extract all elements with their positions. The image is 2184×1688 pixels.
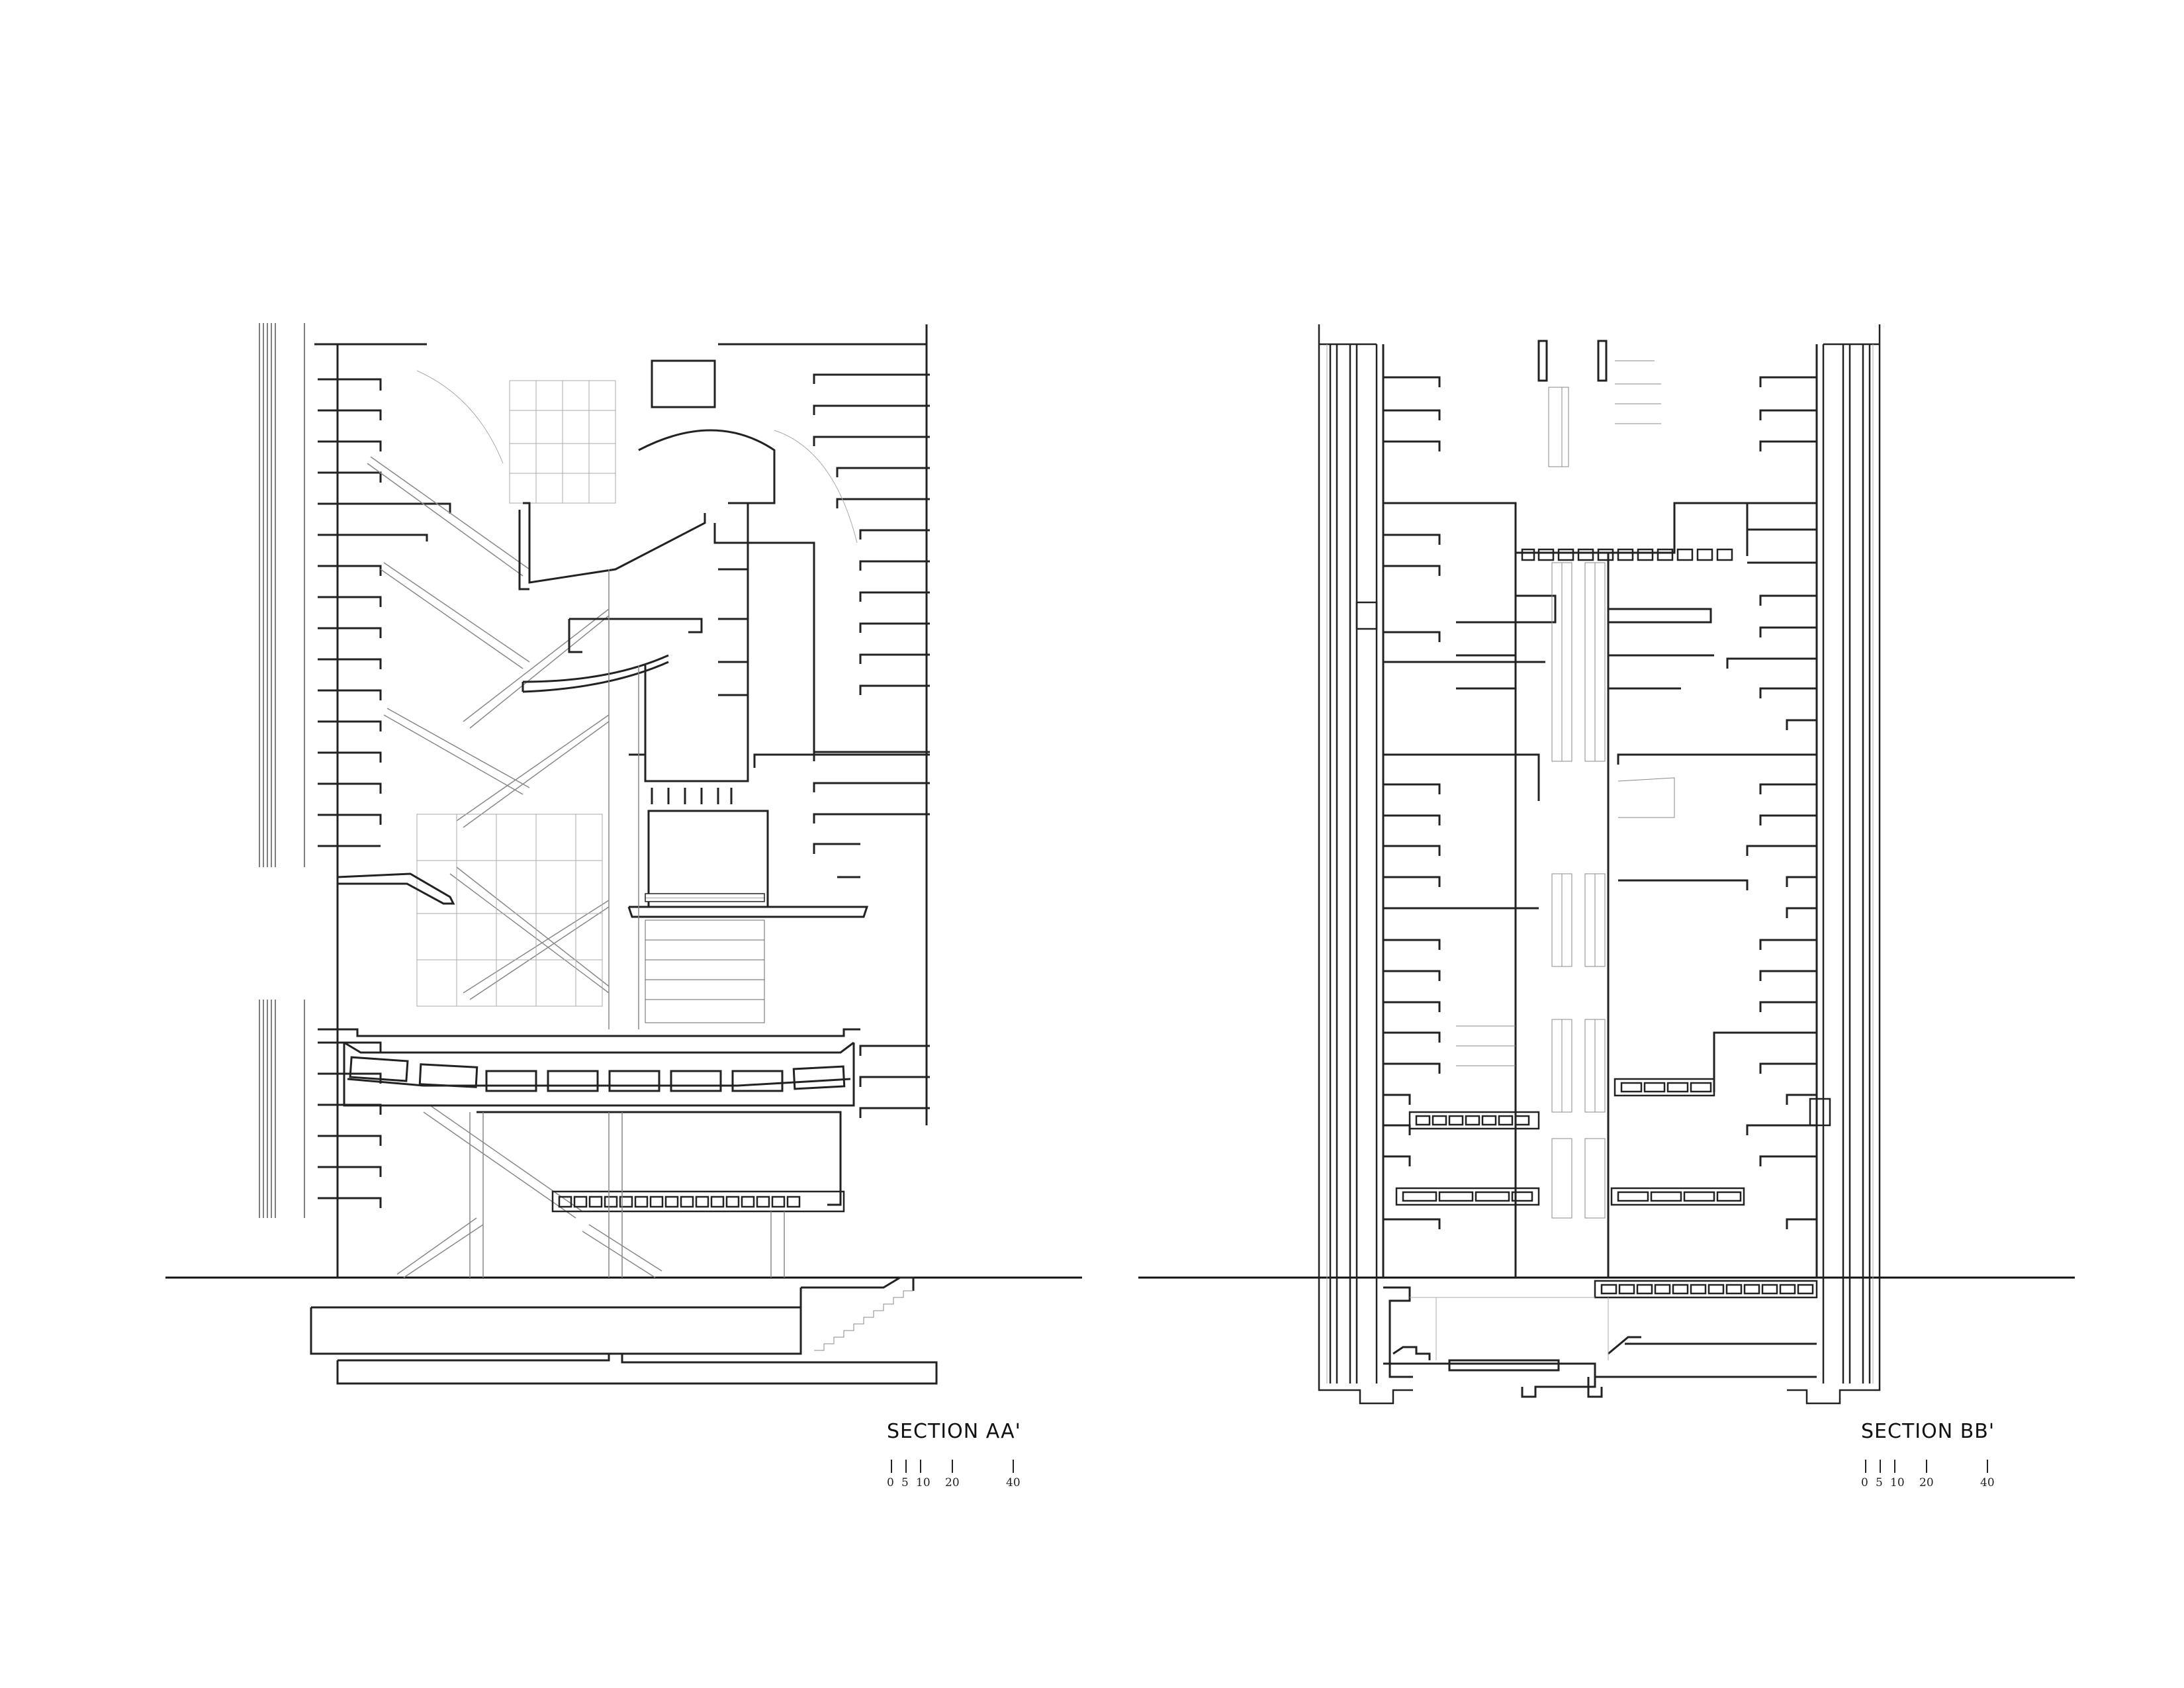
scale-label: 10 bbox=[1890, 1476, 1905, 1489]
middle-slabs-aa bbox=[627, 753, 930, 918]
hatched-slab-aa bbox=[645, 893, 765, 902]
scale-tick bbox=[1894, 1460, 1895, 1473]
scale-label: 40 bbox=[1006, 1476, 1021, 1489]
lower-truss-aa bbox=[551, 1190, 845, 1213]
left-floors-bb bbox=[1382, 344, 1749, 1278]
escalator-shafts-bb bbox=[1456, 360, 1675, 1219]
central-core-bb bbox=[1456, 340, 1714, 1278]
facade-mullions-bb bbox=[1326, 344, 1874, 1383]
left-floor-slabs bbox=[318, 378, 451, 1208]
scale-tick bbox=[1865, 1460, 1866, 1473]
scale-label: 5 bbox=[901, 1476, 909, 1489]
central-volume-aa bbox=[518, 429, 815, 755]
scale-label: 40 bbox=[1980, 1476, 1995, 1489]
scale-tick bbox=[1926, 1460, 1927, 1473]
left-balcony-aa bbox=[336, 872, 455, 905]
section-bb-title: SECTION BB' bbox=[1861, 1420, 1995, 1443]
section-aa-title: SECTION AA' bbox=[887, 1420, 1021, 1443]
scale-label: 0 bbox=[887, 1476, 894, 1489]
scale-tick bbox=[1987, 1460, 1988, 1473]
section-aa-drawing bbox=[165, 323, 1082, 1385]
escalators-aa bbox=[367, 456, 662, 1278]
scale-tick bbox=[905, 1460, 907, 1473]
section-bb-drawing bbox=[1138, 324, 2075, 1405]
columns-aa bbox=[469, 569, 785, 1278]
left-facade bbox=[259, 323, 305, 1218]
scale-tick bbox=[891, 1460, 892, 1473]
facade-walls-bb bbox=[1318, 324, 1881, 1405]
scale-label: 10 bbox=[916, 1476, 931, 1489]
basement-grid-bb bbox=[1410, 1297, 1609, 1360]
building-outline-aa bbox=[314, 324, 928, 1278]
lower-truss-bb bbox=[1395, 1078, 1818, 1299]
scale-label: 20 bbox=[1919, 1476, 1934, 1489]
stairs-down-aa bbox=[814, 1290, 913, 1351]
stair-core-aa bbox=[645, 919, 765, 1023]
scale-label: 20 bbox=[945, 1476, 960, 1489]
scale-tick bbox=[952, 1460, 953, 1473]
scale-label: 0 bbox=[1861, 1476, 1868, 1489]
scale-tick bbox=[920, 1460, 921, 1473]
scale-tick bbox=[1013, 1460, 1014, 1473]
transfer-truss-aa bbox=[318, 1028, 860, 1206]
atrium-glazing-aa bbox=[416, 370, 858, 1007]
basement-aa bbox=[310, 1276, 938, 1385]
right-floor-slabs bbox=[813, 373, 930, 1118]
scale-label: 5 bbox=[1876, 1476, 1883, 1489]
right-floors-bb bbox=[1617, 344, 1818, 1278]
scale-tick bbox=[1880, 1460, 1881, 1473]
basement-bb bbox=[1383, 1286, 1817, 1398]
upper-truss-bb bbox=[1521, 548, 1733, 561]
